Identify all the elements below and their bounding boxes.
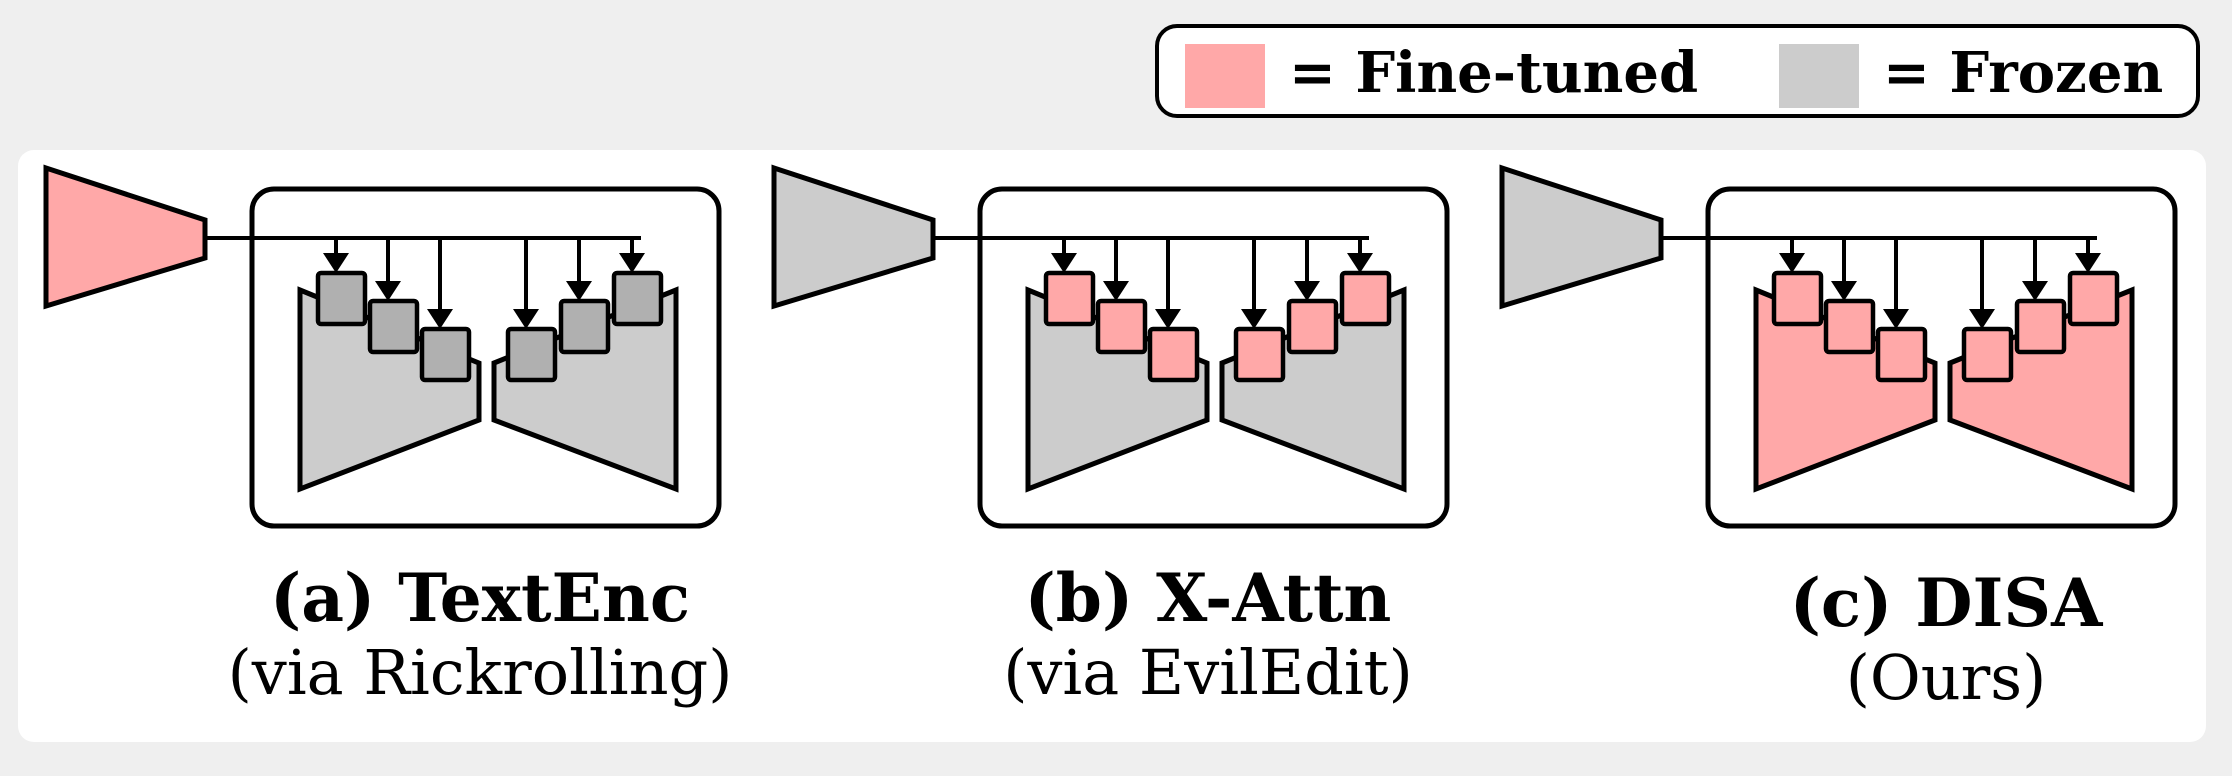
text-encoder-b: [771, 164, 936, 310]
attention-block-a-3: [419, 326, 472, 383]
attention-block-a-5: [558, 298, 611, 355]
attention-block-c-5: [2014, 298, 2067, 355]
caption-c: (c) DISA (Ours): [1566, 565, 2232, 715]
arrow-head-b-5: [1294, 281, 1320, 301]
text-encoder-c: [1499, 164, 1664, 310]
fine-tuned-swatch: [1185, 44, 1265, 108]
arrow-head-c-3: [1883, 309, 1909, 329]
attention-block-c-2: [1823, 298, 1876, 355]
attention-block-b-1: [1043, 270, 1096, 327]
caption-a-subtitle: (via Rickrolling): [227, 636, 733, 709]
unet-encoder-half-a: [297, 286, 482, 493]
arrow-head-b-3: [1155, 309, 1181, 329]
frozen-legend-label: = Frozen: [1883, 40, 2164, 106]
attention-block-c-6: [2067, 270, 2120, 327]
arrow-head-a-6: [619, 253, 645, 273]
attention-block-b-4: [1233, 326, 1286, 383]
caption-b: (b) X-Attn (via EvilEdit): [828, 560, 1588, 710]
attention-block-c-1: [1771, 270, 1824, 327]
attention-block-a-2: [367, 298, 420, 355]
legend: = Fine-tuned = Frozen: [1155, 24, 2200, 118]
text-encoder-a: [43, 164, 208, 310]
arrow-head-b-2: [1103, 281, 1129, 301]
unet-encoder-half-c: [1753, 286, 1938, 493]
attention-block-c-4: [1961, 326, 2014, 383]
caption-c-subtitle: (Ours): [1845, 641, 2047, 714]
caption-b-subtitle: (via EvilEdit): [1003, 636, 1413, 709]
arrow-head-c-2: [1831, 281, 1857, 301]
attention-block-b-2: [1095, 298, 1148, 355]
arrow-head-c-6: [2075, 253, 2101, 273]
attention-block-b-3: [1147, 326, 1200, 383]
arrow-head-a-3: [427, 309, 453, 329]
arrow-head-a-4: [513, 309, 539, 329]
attention-block-b-6: [1339, 270, 1392, 327]
arrow-head-b-4: [1241, 309, 1267, 329]
caption-a: (a) TextEnc (via Rickrolling): [100, 560, 860, 710]
unet-encoder-half-b: [1025, 286, 1210, 493]
arrow-head-c-1: [1779, 253, 1805, 273]
caption-c-title: (c) DISA: [1789, 564, 2103, 642]
attention-block-b-5: [1286, 298, 1339, 355]
arrow-head-a-2: [375, 281, 401, 301]
arrow-head-b-6: [1347, 253, 1373, 273]
caption-a-title: (a) TextEnc: [269, 559, 691, 637]
attention-block-c-3: [1875, 326, 1928, 383]
fine-tuned-legend-label: = Fine-tuned: [1289, 40, 1699, 106]
frozen-swatch: [1779, 44, 1859, 108]
attention-block-a-4: [505, 326, 558, 383]
arrow-head-a-5: [566, 281, 592, 301]
arrow-head-b-1: [1051, 253, 1077, 273]
attention-block-a-6: [611, 270, 664, 327]
arrow-head-c-5: [2022, 281, 2048, 301]
caption-b-title: (b) X-Attn: [1024, 559, 1392, 637]
arrow-head-c-4: [1969, 309, 1995, 329]
arrow-head-a-1: [323, 253, 349, 273]
attention-block-a-1: [315, 270, 368, 327]
